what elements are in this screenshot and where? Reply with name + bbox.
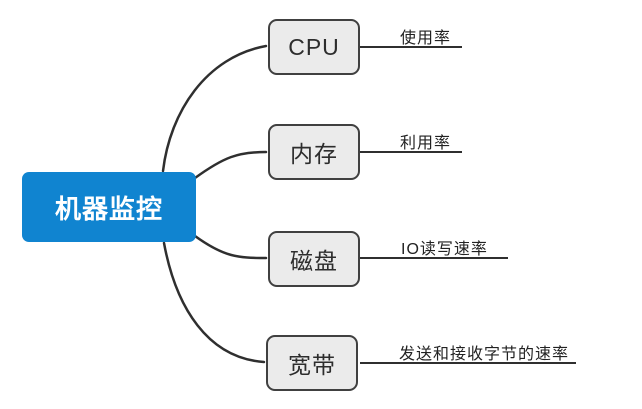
metric-label-memory-utilization: 利用率 — [400, 135, 452, 152]
metric-label-bandwidth-bytes-rate: 发送和接收字节的速率 — [399, 346, 570, 363]
connector-root-to-memory — [193, 150, 268, 180]
root-node-label: 机器监控 — [54, 193, 163, 224]
metric-label-cpu-usage: 使用率 — [400, 30, 452, 47]
node-bandwidth[interactable]: 宽带 — [266, 335, 358, 391]
root-node-machine-monitoring[interactable]: 机器监控 — [22, 172, 196, 242]
node-bandwidth-label: 宽带 — [288, 352, 336, 378]
node-memory[interactable]: 内存 — [268, 124, 360, 180]
node-cpu-label: CPU — [288, 33, 340, 60]
node-disk[interactable]: 磁盘 — [268, 231, 360, 287]
connector-root-to-cpu — [161, 44, 268, 173]
node-cpu[interactable]: CPU — [268, 19, 360, 75]
metric-label-disk-io-rate: IO读写速率 — [401, 241, 488, 258]
node-memory-label: 内存 — [290, 141, 338, 167]
connector-root-to-bandwidth — [162, 241, 266, 364]
node-disk-label: 磁盘 — [290, 248, 338, 274]
connector-root-to-disk — [193, 234, 268, 260]
